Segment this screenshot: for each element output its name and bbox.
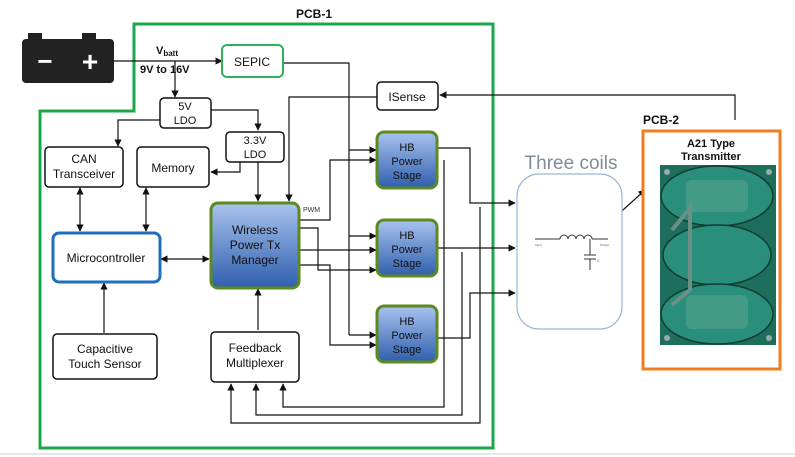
feedback-label-1: Feedback [229, 341, 283, 355]
hb3-label-1: HB [399, 316, 414, 328]
hb3-label-2: Power [391, 330, 423, 342]
transmitter-pcb-image [660, 165, 776, 345]
wpt-label-1: Wireless [232, 223, 278, 237]
coils-title: Three coils [525, 153, 618, 174]
ldo33-label-1: 3.3V [244, 135, 267, 147]
hb2-label-1: HB [399, 230, 414, 242]
can-block [44, 146, 124, 188]
ldo33-label-2: LDO [244, 149, 267, 161]
pcb1-label: PCB-1 [296, 7, 332, 21]
hb1-label-1: HB [399, 142, 414, 154]
ldo5-label-2: LDO [174, 115, 197, 127]
isense-label: ISense [388, 90, 426, 104]
pwm-label: PWM [303, 207, 320, 214]
memory-block [136, 146, 210, 188]
ldo5-label-1: 5V [178, 101, 192, 113]
transmitter-title-2: Transmitter [681, 151, 742, 163]
coil-input-label: Input [535, 243, 542, 247]
hb2-label-2: Power [391, 244, 423, 256]
hb-stage-1 [375, 130, 439, 190]
touch-label-2: Touch Sensor [68, 357, 141, 371]
sepic-label: SEPIC [234, 55, 270, 69]
sepic-block [221, 44, 284, 78]
wpt-block [209, 201, 301, 290]
can-label-2: Transceiver [53, 167, 115, 181]
wpt-label-2: Power Tx [230, 238, 280, 252]
memory-label: Memory [151, 161, 194, 175]
battery-plus: + [82, 46, 98, 77]
ldo33-block [225, 131, 285, 163]
can-label-1: CAN [71, 152, 96, 166]
hb-stage-3 [375, 304, 439, 364]
coils-box [516, 173, 623, 330]
wpt-label-3: Manager [231, 253, 278, 267]
ldo5-block [159, 97, 212, 129]
coil-schematic [535, 234, 608, 270]
hb3-label-3: Stage [393, 344, 422, 356]
micro-label: Microcontroller [67, 251, 146, 265]
vbatt-range: 9V to 16V [140, 64, 190, 76]
coil-output-label: Output [600, 243, 609, 247]
touch-label-1: Capacitive [77, 342, 133, 356]
coil-cap-label: C [597, 258, 600, 263]
transmitter-title-1: A21 Type [687, 138, 735, 150]
vbatt-label: Vbatt [156, 45, 178, 58]
pcb1-border [38, 22, 495, 450]
pcb2-label: PCB-2 [643, 113, 679, 127]
hb2-label-3: Stage [393, 258, 422, 270]
hb-stage-2 [375, 218, 439, 278]
feedback-block [210, 331, 300, 383]
touch-block [52, 333, 158, 380]
hb1-label-2: Power [391, 156, 423, 168]
micro-block [51, 231, 162, 284]
hb1-label-3: Stage [393, 170, 422, 182]
feedback-label-2: Multiplexer [226, 356, 284, 370]
battery-minus: − [37, 46, 52, 76]
battery-icon: − + [22, 33, 114, 83]
isense-block [376, 81, 439, 111]
